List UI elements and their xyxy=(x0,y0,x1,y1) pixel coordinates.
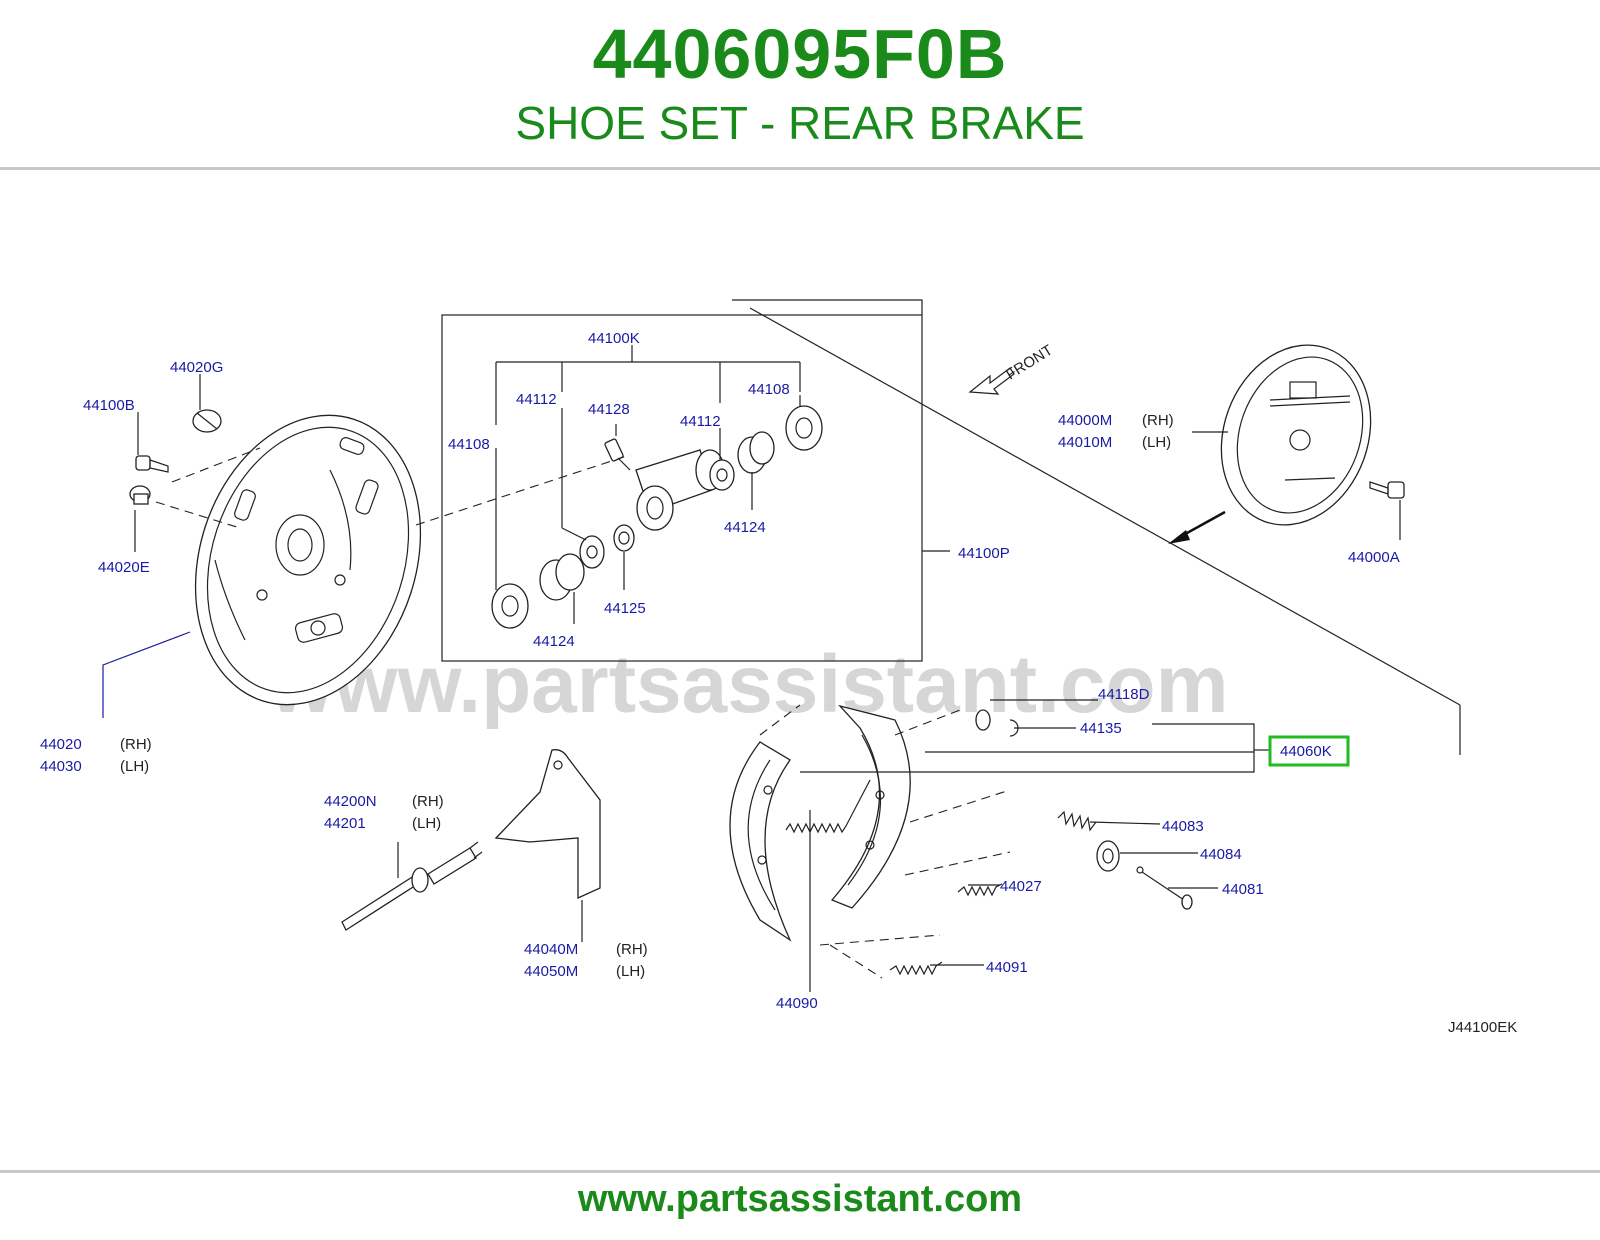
wheel-cylinder-box xyxy=(441,314,923,662)
cup-44112-left xyxy=(579,535,605,569)
side-rh-44040m: (RH) xyxy=(616,941,648,958)
side-rh-44000m: (RH) xyxy=(1142,412,1174,429)
side-lh-44010m: (LH) xyxy=(1142,434,1171,451)
label-44200n[interactable]: 44200N xyxy=(324,793,377,810)
label-44108-b[interactable]: 44108 xyxy=(748,381,790,398)
lever-44040m xyxy=(494,749,601,900)
label-44128[interactable]: 44128 xyxy=(588,401,630,418)
bolt-44100b xyxy=(135,455,169,473)
label-44020g[interactable]: 44020G xyxy=(170,359,223,376)
label-44100k[interactable]: 44100K xyxy=(588,330,640,347)
diagram-code: J44100EK xyxy=(1448,1019,1517,1036)
brake-shoe-rear xyxy=(830,704,911,909)
spring-44083 xyxy=(1057,810,1097,832)
side-rh-44020: (RH) xyxy=(120,736,152,753)
piston-44124-right xyxy=(737,431,775,474)
boot-44108-left xyxy=(491,583,529,629)
label-44201[interactable]: 44201 xyxy=(324,815,366,832)
label-44050m[interactable]: 44050M xyxy=(524,963,578,980)
side-lh-44050m: (LH) xyxy=(616,963,645,980)
watermark-text: www.partsassistant.com xyxy=(269,639,1229,730)
label-44081[interactable]: 44081 xyxy=(1222,881,1264,898)
front-arrow: FRONT xyxy=(968,342,1056,395)
spring-44090 xyxy=(785,779,871,834)
label-44020e[interactable]: 44020E xyxy=(98,559,150,576)
label-44100p[interactable]: 44100P xyxy=(958,545,1010,562)
label-44030[interactable]: 44030 xyxy=(40,758,82,775)
label-44100b[interactable]: 44100B xyxy=(83,397,135,414)
pin-44081 xyxy=(1136,866,1193,910)
spring-44091 xyxy=(889,961,943,976)
side-lh-44030: (LH) xyxy=(120,758,149,775)
side-rh-44200n: (RH) xyxy=(412,793,444,810)
part-name-subtitle: SHOE SET - REAR BRAKE xyxy=(515,97,1085,149)
label-44124-a[interactable]: 44124 xyxy=(724,519,766,536)
cup-44112-right xyxy=(709,459,735,491)
label-44020[interactable]: 44020 xyxy=(40,736,82,753)
bleeder-screw-44128 xyxy=(604,438,631,471)
label-44112-b[interactable]: 44112 xyxy=(680,413,721,430)
label-44090[interactable]: 44090 xyxy=(776,995,818,1012)
label-44091[interactable]: 44091 xyxy=(986,959,1028,976)
retainer-44084 xyxy=(1096,840,1120,872)
label-44112-a[interactable]: 44112 xyxy=(516,391,557,408)
label-44108-a[interactable]: 44108 xyxy=(448,436,490,453)
footer-divider xyxy=(0,1170,1600,1173)
header-divider xyxy=(0,167,1600,170)
assembled-brake xyxy=(1220,344,1372,526)
page-header: 4406095F0B SHOE SET - REAR BRAKE xyxy=(0,0,1600,170)
plug-44020g xyxy=(192,409,222,433)
label-44000a[interactable]: 44000A xyxy=(1348,549,1400,566)
adjuster-44200n xyxy=(341,841,483,931)
label-44083[interactable]: 44083 xyxy=(1162,818,1204,835)
label-44027[interactable]: 44027 xyxy=(1000,878,1042,895)
bolt-44000a xyxy=(1369,481,1405,499)
front-label: FRONT xyxy=(1003,342,1056,384)
spring-44027 xyxy=(957,883,1003,897)
spring-44125 xyxy=(613,524,635,552)
label-44084[interactable]: 44084 xyxy=(1200,846,1242,863)
label-44124-b[interactable]: 44124 xyxy=(533,633,575,650)
cap-44020e xyxy=(129,485,151,505)
backing-plate xyxy=(194,414,422,706)
highlight-box-44060k[interactable] xyxy=(1268,735,1350,767)
label-44040m[interactable]: 44040M xyxy=(524,941,578,958)
boot-44108-right xyxy=(785,405,823,451)
label-44010m[interactable]: 44010M xyxy=(1058,434,1112,451)
label-44125[interactable]: 44125 xyxy=(604,600,646,617)
washer-44118d xyxy=(975,709,991,731)
piston-44124-left xyxy=(539,553,585,601)
side-lh-44201: (LH) xyxy=(412,815,441,832)
label-44118d[interactable]: 44118D xyxy=(1098,686,1150,703)
label-44135[interactable]: 44135 xyxy=(1080,720,1122,737)
label-44000m[interactable]: 44000M xyxy=(1058,412,1112,429)
footer-url[interactable]: www.partsassistant.com xyxy=(577,1178,1023,1220)
label-44060k[interactable]: 44060K xyxy=(1280,743,1332,760)
wheel-cylinder-body xyxy=(635,449,725,531)
part-number-title: 4406095F0B xyxy=(592,15,1008,93)
brake-shoe-front xyxy=(729,741,792,942)
